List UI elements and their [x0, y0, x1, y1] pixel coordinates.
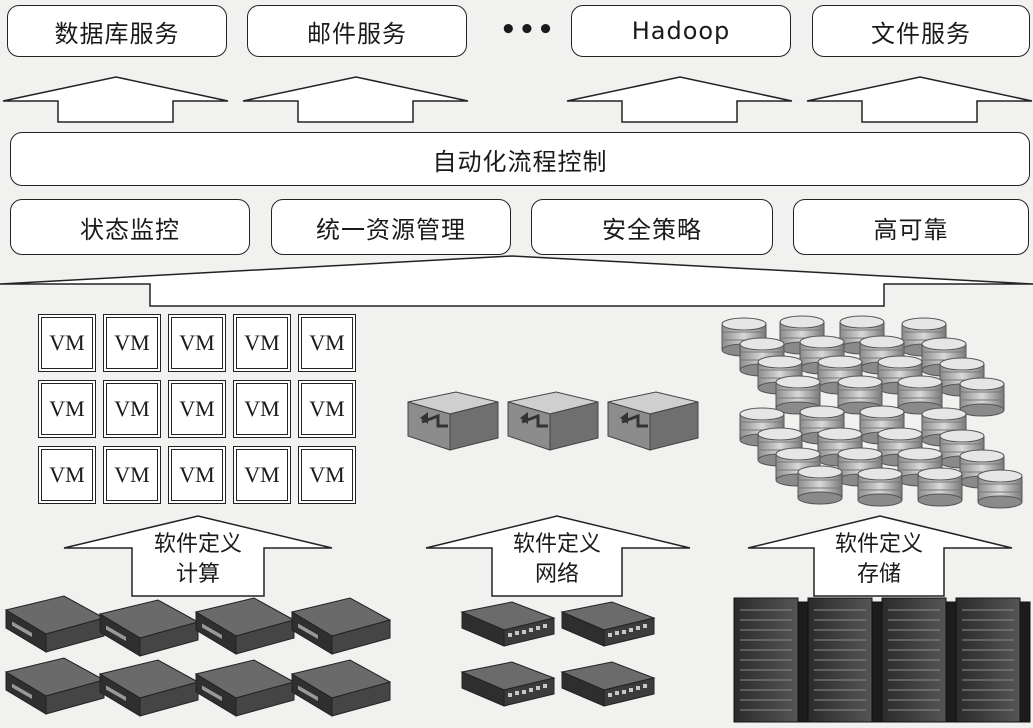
vm-box: VM — [168, 314, 226, 372]
vm-box: VM — [298, 314, 356, 372]
storage-label-line1: 软件定义 — [834, 532, 923, 557]
vm-box: VM — [38, 380, 96, 438]
mgmt-status-monitor: 状态监控 — [10, 199, 250, 255]
arrow-up-database — [2, 76, 229, 123]
compute-label-line2: 计算 — [175, 562, 220, 587]
vm-box: VM — [298, 380, 356, 438]
mgmt-security-policy: 安全策略 — [531, 199, 773, 255]
service-file: 文件服务 — [812, 5, 1030, 57]
arrow-up-mail — [242, 76, 469, 123]
network-label: 软件定义 网络 — [497, 530, 617, 590]
vm-box: VM — [233, 446, 291, 504]
router-group — [406, 390, 700, 452]
server-group — [5, 595, 391, 717]
rack-group — [733, 597, 1031, 723]
vm-box: VM — [103, 380, 161, 438]
arrow-up-network — [425, 515, 691, 597]
automation-bar: 自动化流程控制 — [10, 132, 1030, 186]
network-label-line1: 软件定义 — [512, 532, 601, 557]
service-mail: 邮件服务 — [247, 5, 467, 57]
service-arrows — [2, 76, 1033, 123]
compute-label-line1: 软件定义 — [153, 532, 242, 557]
storage-label: 软件定义 存储 — [819, 530, 939, 590]
service-database: 数据库服务 — [7, 5, 227, 57]
arrow-up-storage — [747, 515, 1013, 597]
network-label-line2: 网络 — [534, 562, 579, 587]
vm-box: VM — [298, 446, 356, 504]
switch-group — [461, 601, 655, 707]
mgmt-unified-resource: 统一资源管理 — [271, 199, 511, 255]
vm-box: VM — [38, 314, 96, 372]
vm-box: VM — [233, 380, 291, 438]
vm-box: VM — [103, 446, 161, 504]
vm-box: VM — [38, 446, 96, 504]
vm-box: VM — [168, 446, 226, 504]
service-hadoop: Hadoop — [571, 5, 791, 57]
arrow-up-compute — [63, 515, 333, 597]
storage-label-line2: 存储 — [856, 562, 901, 587]
arrow-up-file — [806, 76, 1033, 123]
vm-box: VM — [168, 380, 226, 438]
vm-box: VM — [103, 314, 161, 372]
compute-label: 软件定义 计算 — [138, 530, 258, 590]
platform-arrow — [0, 255, 1033, 307]
arrow-up-hadoop — [566, 76, 793, 123]
mgmt-high-availability: 高可靠 — [793, 199, 1029, 255]
vm-box: VM — [233, 314, 291, 372]
ellipsis: ••• — [500, 15, 556, 45]
disk-cluster — [721, 315, 1023, 509]
